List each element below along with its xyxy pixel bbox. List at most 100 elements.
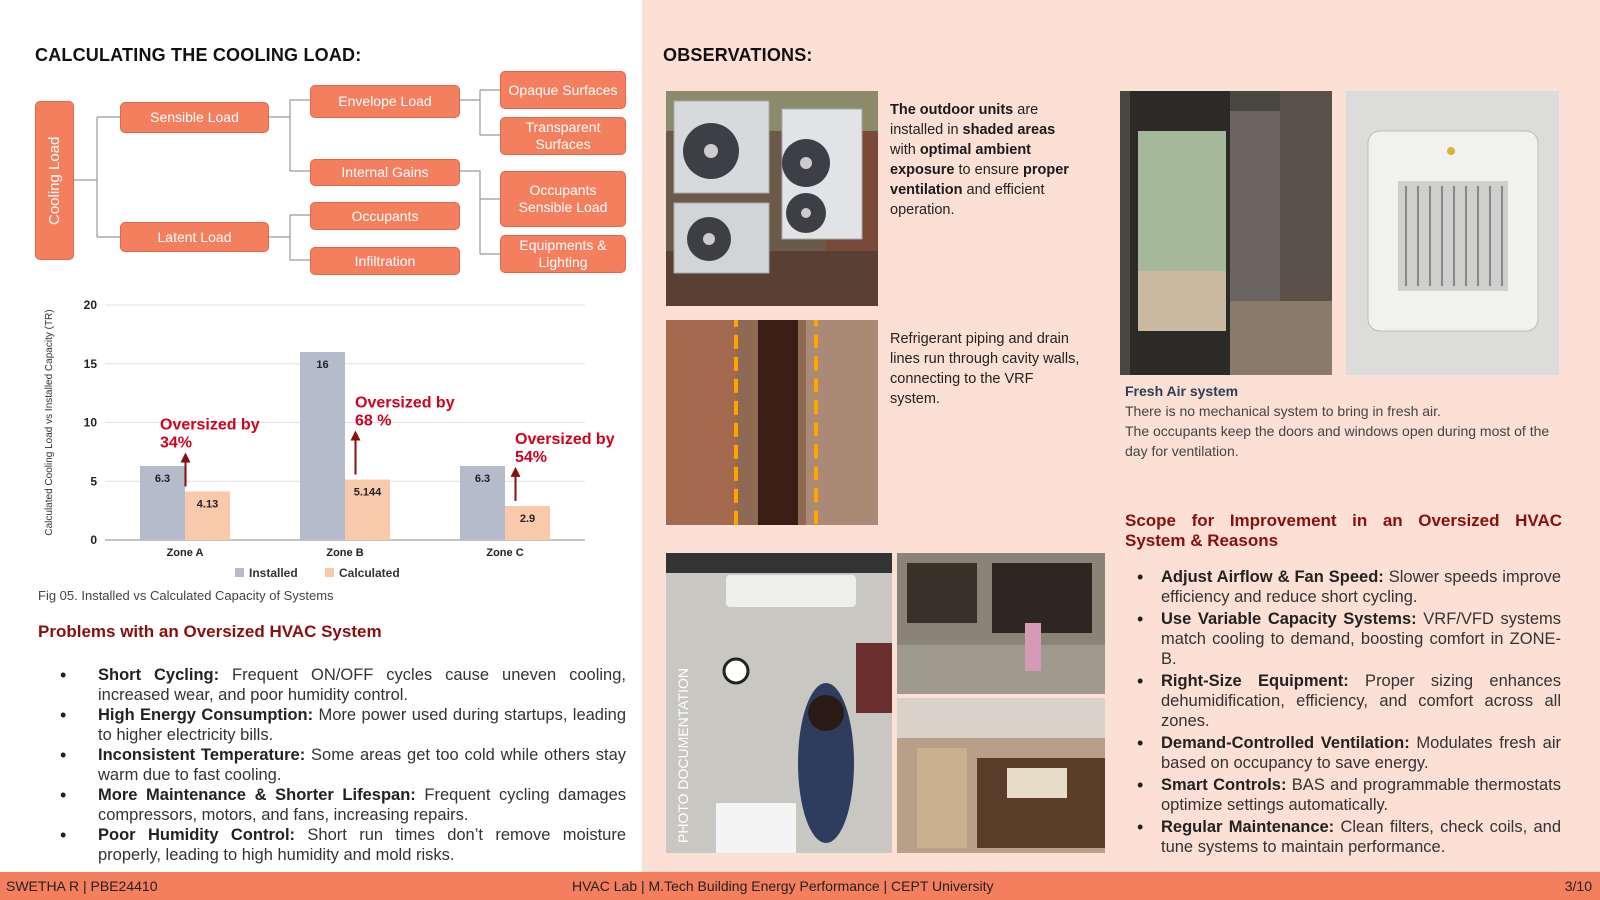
bar-value-label: 16 [316, 359, 328, 371]
legend-swatch [235, 568, 244, 577]
scope-item-heading: Demand-Controlled Ventilation: [1161, 734, 1410, 752]
annotation-arrowhead [180, 452, 191, 463]
scope-item-text: Slower speeds improve efficiency and red… [1161, 568, 1561, 606]
problem-item-text: Frequent ON/OFF cycles cause uneven cool… [98, 666, 626, 704]
bar-value-label: 4.13 [197, 498, 218, 510]
legend-label: Calculated [339, 566, 400, 580]
cooling-load-title: CALCULATING THE COOLING LOAD: [35, 45, 362, 65]
fresh-air-door-photo [1120, 91, 1332, 375]
equipments-lighting-box: Equipments & Lighting [500, 235, 626, 273]
outdoor-text-segment: and efficient operation. [890, 182, 1045, 218]
outdoor-text-segment: are installed in [890, 102, 1039, 138]
y-axis-label: Calculated Cooling Load vs Installed Cap… [44, 309, 55, 535]
footer-course: HVAC Lab | M.Tech Building Energy Perfor… [572, 878, 994, 894]
building-facade-photo [897, 553, 1105, 694]
problem-item-text: Short run times don’t remove moisture pr… [98, 826, 627, 864]
bar-calculated [185, 491, 230, 540]
bar-value-label: 6.3 [475, 473, 490, 485]
oversized-annotation: 54% [515, 449, 547, 466]
outdoor-units-text: The outdoor units are installed in shade… [890, 100, 1085, 220]
outdoor-text-segment: The outdoor units [890, 102, 1014, 118]
problem-item: Short Cycling: Frequent ON/OFF cycles ca… [38, 665, 626, 705]
cassette-ac-photo [1346, 91, 1559, 375]
bar-installed [460, 465, 505, 540]
fresh-air-line2: The occupants keep the doors and windows… [1125, 423, 1550, 459]
problem-item-heading: Poor Humidity Control: [98, 826, 296, 844]
problem-item-text: Some areas get too cold while others sta… [98, 746, 626, 784]
fresh-air-line1: There is no mechanical system to bring i… [1125, 403, 1441, 419]
annotation-arrowhead [350, 430, 361, 441]
scope-list: Adjust Airflow & Fan Speed: Slower speed… [1125, 567, 1561, 859]
scope-item: Smart Controls: BAS and programmable the… [1125, 775, 1561, 815]
footer: SWETHA R | PBE24410 HVAC Lab | M.Tech Bu… [0, 872, 1600, 900]
scope-item-heading: Adjust Airflow & Fan Speed: [1161, 568, 1384, 586]
scope-item: Right-Size Equipment: Proper sizing enha… [1125, 671, 1561, 731]
piping-photo [666, 320, 878, 525]
y-tick-label: 5 [90, 474, 97, 488]
bar-calculated [505, 505, 550, 540]
indoor-unit-photo: PHOTO DOCUMENTATION [666, 553, 892, 853]
problem-item: Poor Humidity Control: Short run times d… [38, 825, 626, 865]
outdoor-units-photo [666, 91, 878, 306]
infiltration-box: Infiltration [310, 247, 460, 275]
footer-author: SWETHA R | PBE24410 [6, 878, 158, 894]
occupants-sensible-load-box: Occupants Sensible Load [500, 171, 626, 227]
legend-label: Installed [249, 566, 298, 580]
problem-item-text: Frequent cycling damages compressors, mo… [98, 786, 626, 824]
sensible-load-box: Sensible Load [120, 102, 269, 133]
outdoor-text-segment: proper ventilation [890, 162, 1069, 198]
office-interior-photo [897, 698, 1105, 853]
y-tick-label: 0 [90, 533, 97, 547]
oversized-annotation: Oversized by [355, 395, 455, 412]
x-tick-label: Zone B [326, 547, 363, 559]
outdoor-text-segment: to ensure [954, 162, 1023, 178]
photo-documentation-label: PHOTO DOCUMENTATION [675, 668, 691, 843]
scope-item-text: Clean filters, check coils, and tune sys… [1161, 818, 1561, 856]
scope-item-text: VRF/VFD systems match cooling to demand,… [1161, 610, 1562, 668]
bar-installed [140, 465, 185, 540]
transparent-surfaces-box: Transparent Surfaces [500, 117, 626, 155]
bar-value-label: 6.3 [155, 473, 170, 485]
problem-item: Inconsistent Temperature: Some areas get… [38, 745, 626, 785]
latent-load-box: Latent Load [120, 222, 269, 252]
problem-item-heading: More Maintenance & Shorter Lifespan: [98, 786, 416, 804]
outdoor-text-segment: optimal ambient exposure [890, 142, 1032, 178]
observations-title: OBSERVATIONS: [663, 45, 813, 65]
problems-title: Problems with an Oversized HVAC System [38, 622, 382, 641]
piping-text: Refrigerant piping and drain lines run t… [890, 331, 1080, 407]
problem-item-heading: Short Cycling: [98, 666, 220, 684]
bar-installed [300, 352, 345, 540]
fresh-air-title: Fresh Air system [1125, 383, 1239, 399]
problem-item: High Energy Consumption: More power used… [38, 705, 626, 745]
problem-item: More Maintenance & Shorter Lifespan: Fre… [38, 785, 626, 825]
figure-caption: Fig 05. Installed vs Calculated Capacity… [38, 588, 334, 603]
y-tick-label: 10 [84, 416, 98, 430]
internal-gains-box: Internal Gains [310, 159, 460, 186]
opaque-surfaces-box: Opaque Surfaces [500, 71, 626, 109]
occupants-box: Occupants [310, 202, 460, 230]
scope-item-heading: Use Variable Capacity Systems: [1161, 610, 1417, 628]
scope-item-heading: Smart Controls: [1161, 776, 1287, 794]
problem-item-text: More power used during startups, leading… [98, 706, 626, 744]
scope-item: Demand-Controlled Ventilation: Modulates… [1125, 733, 1561, 773]
footer-page-number: 3/10 [1564, 878, 1592, 894]
cooling-load-box: Cooling Load [35, 101, 74, 260]
scope-item-text: BAS and programmable thermostats optimiz… [1161, 776, 1561, 814]
scope-item-heading: Regular Maintenance: [1161, 818, 1335, 836]
annotation-arrowhead [510, 466, 521, 477]
problem-item-heading: High Energy Consumption: [98, 706, 314, 724]
envelope-load-box: Envelope Load [310, 85, 460, 118]
scope-item-heading: Right-Size Equipment: [1161, 672, 1349, 690]
outdoor-text-segment: with [890, 142, 920, 158]
oversized-annotation: Oversized by [160, 416, 260, 433]
y-tick-label: 15 [84, 357, 98, 371]
bar-value-label: 5.144 [354, 487, 382, 499]
x-tick-label: Zone A [167, 547, 204, 559]
scope-item-text: Proper sizing enhances dehumidification,… [1161, 672, 1561, 730]
problems-list: Short Cycling: Frequent ON/OFF cycles ca… [38, 665, 626, 865]
legend-swatch [325, 568, 334, 577]
oversized-annotation: 34% [160, 434, 192, 451]
scope-item: Regular Maintenance: Clean filters, chec… [1125, 817, 1561, 857]
fresh-air-section: Fresh Air system There is no mechanical … [1125, 381, 1565, 461]
